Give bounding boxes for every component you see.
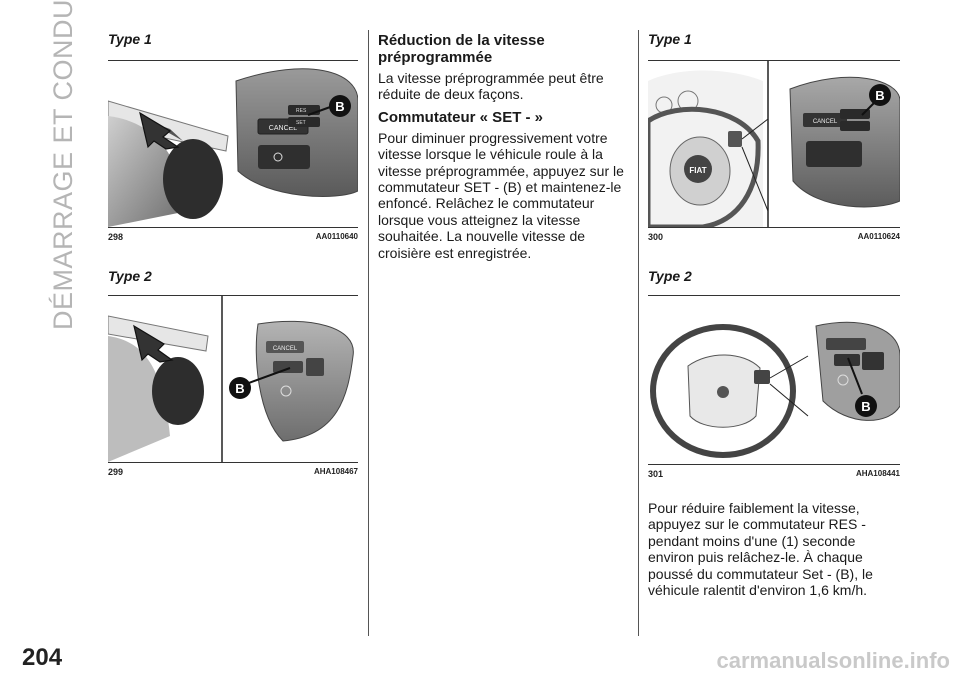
fig2-top-rule <box>108 295 358 296</box>
switch-panel-closeup: CANCEL <box>255 320 354 442</box>
steering-spoke-sketch <box>108 315 209 462</box>
watermark: carmanualsonline.info <box>716 648 951 673</box>
fig3-code: AA0110624 <box>857 232 900 241</box>
callout-b-badge: B <box>847 357 877 417</box>
steering-wheel-sketch: FIAT <box>648 70 763 227</box>
column-divider-left <box>368 30 369 636</box>
svg-text:B: B <box>861 399 870 414</box>
fig4-top-rule <box>648 295 900 296</box>
fig1-type-label: Type 1 <box>108 31 152 47</box>
steering-spoke-sketch <box>108 100 229 227</box>
svg-text:RES: RES <box>296 108 307 114</box>
fig3-type-label: Type 1 <box>648 31 692 47</box>
switch-panel-closeup: CANCEL RES SET <box>235 68 358 197</box>
fig2-type-label: Type 2 <box>108 268 152 284</box>
fig3-bottom-rule <box>648 227 900 228</box>
steering-wheel-sketch <box>650 324 796 458</box>
middle-text-block: Réduction de la vitesse préprogrammée La… <box>378 32 630 261</box>
fig4-code: AHA108441 <box>855 469 900 478</box>
figure-299: CANCEL B <box>108 296 358 462</box>
fig3-top-rule <box>648 60 900 61</box>
section-heading: Réduction de la vitesse préprogrammée <box>378 32 545 66</box>
svg-text:CANCEL: CANCEL <box>813 119 838 125</box>
subheading: Commutateur « SET - » <box>378 108 544 126</box>
right-body-paragraph: Pour réduire faiblement la vitesse, appu… <box>648 500 873 599</box>
fig4-bottom-rule <box>648 464 900 465</box>
switch-panel-closeup <box>815 321 900 421</box>
svg-text:CANCEL: CANCEL <box>273 346 298 352</box>
svg-text:B: B <box>235 381 244 396</box>
fig1-number: 298 <box>108 232 124 242</box>
svg-text:B: B <box>335 99 344 114</box>
svg-text:SET: SET <box>296 120 306 126</box>
column-divider-right <box>638 30 639 636</box>
thumb-arrow-icon <box>139 111 180 150</box>
intro-paragraph: La vitesse préprogrammée peut être rédui… <box>378 70 604 103</box>
svg-text:B: B <box>875 88 884 103</box>
callout-b-badge: B <box>861 84 891 116</box>
figure-298: CANCEL RES SET B <box>108 61 358 227</box>
figure-300: FIAT CANCEL B <box>648 61 900 227</box>
switch-panel-closeup: CANCEL <box>789 76 900 208</box>
right-text-block: Pour réduire faiblement la vitesse, appu… <box>648 500 900 598</box>
figure-301: B <box>648 296 900 464</box>
callout-b-badge: B <box>229 367 291 399</box>
svg-text:FIAT: FIAT <box>689 166 706 175</box>
fig1-bottom-rule <box>108 227 358 228</box>
callout-b-badge: B <box>307 95 351 117</box>
fig2-number: 299 <box>108 467 124 477</box>
thumb-arrow-icon <box>133 324 174 363</box>
fig2-bottom-rule <box>108 462 358 463</box>
page-number: 204 <box>22 644 63 671</box>
fig4-number: 301 <box>648 469 664 479</box>
fig4-type-label: Type 2 <box>648 268 692 284</box>
fig1-code: AA0110640 <box>315 232 358 241</box>
svg-text:CANCEL: CANCEL <box>269 125 298 132</box>
body-paragraph: Pour diminuer progressivement votre vite… <box>378 129 624 261</box>
fig3-number: 300 <box>648 232 664 242</box>
fig1-top-rule <box>108 60 358 61</box>
fig2-code: AHA108467 <box>313 467 358 476</box>
